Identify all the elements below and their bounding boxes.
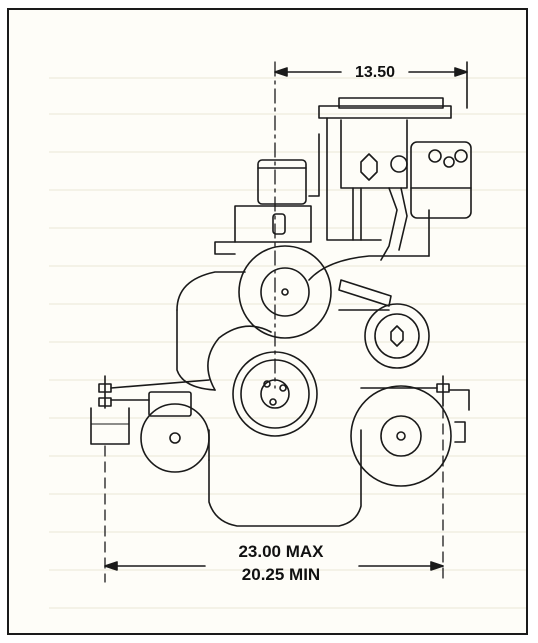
valve-cover	[308, 97, 452, 241]
bottom-dimension-line	[104, 561, 444, 571]
fuel-pump	[340, 119, 408, 261]
left-engine-mount	[90, 375, 210, 445]
lower-left-pulley	[140, 391, 210, 473]
thermostat-housing	[214, 205, 312, 255]
engine-front-view-drawing: 13.50 23.00 MAX 20.25 MIN	[49, 61, 526, 609]
raw-water-pump-pulley	[350, 385, 452, 487]
right-engine-mount	[360, 375, 470, 443]
water-pump-pulley	[238, 245, 332, 339]
oil-filler-cap	[257, 159, 307, 205]
top-dimension-line	[274, 61, 468, 109]
crankshaft-pulley	[232, 351, 318, 437]
drawing-frame: 13.50 23.00 MAX 20.25 MIN	[7, 8, 528, 635]
alternator	[410, 141, 472, 219]
top-dimension-label: 13.50	[355, 64, 395, 81]
tensioner-pulley	[338, 279, 430, 369]
bottom-dimension-min-label: 20.25 MIN	[242, 565, 320, 584]
bleed-through-lines	[49, 77, 526, 609]
bottom-dimension-max-label: 23.00 MAX	[238, 542, 324, 561]
